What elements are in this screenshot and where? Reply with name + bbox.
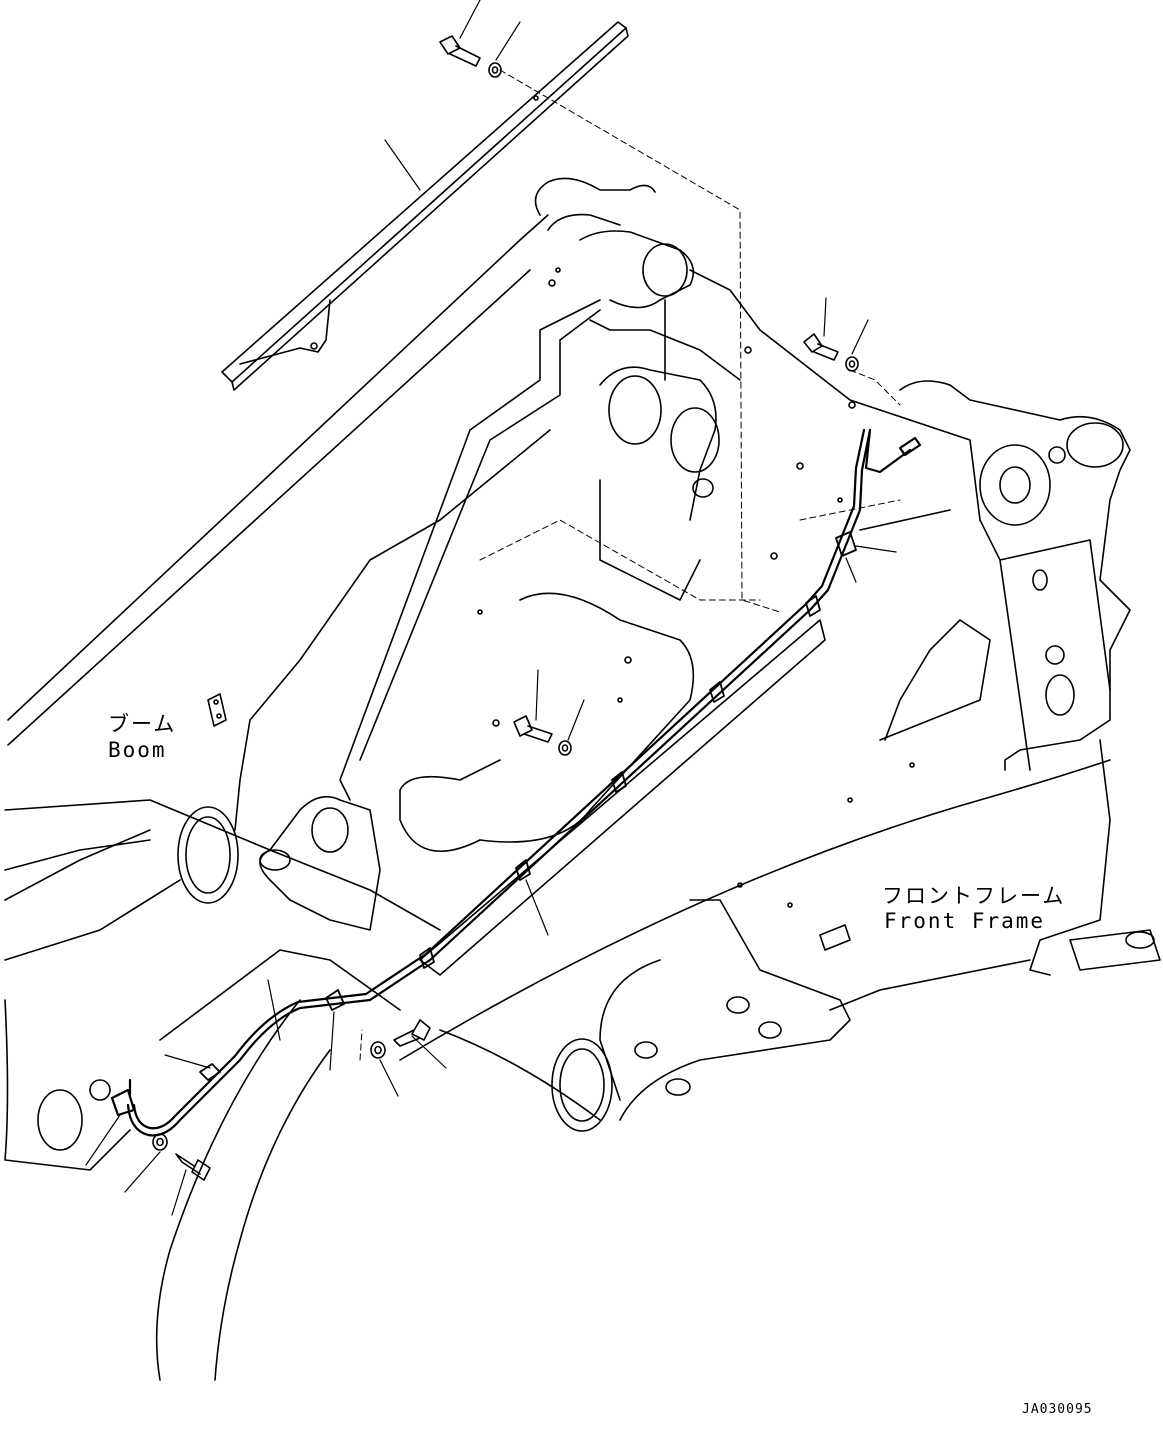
bracket-plate bbox=[207, 693, 227, 727]
hose-cover-plate bbox=[419, 619, 826, 976]
boom-label-en: Boom bbox=[108, 738, 167, 762]
drawing-code: JA030095 bbox=[1022, 1402, 1093, 1417]
phantom-lines bbox=[359, 69, 901, 1061]
boom-label-jp: ブーム bbox=[108, 712, 177, 736]
front-frame-label-en: Front Frame bbox=[884, 909, 1046, 933]
grease-hose bbox=[110, 428, 922, 1137]
bolts bbox=[152, 35, 859, 1181]
front-frame-label-jp: フロントフレーム bbox=[882, 884, 1066, 908]
leader-lines bbox=[85, 0, 897, 1216]
hose-clamps bbox=[199, 531, 857, 1081]
guard-rail bbox=[221, 21, 629, 391]
boom bbox=[4, 177, 1111, 1381]
front-frame bbox=[439, 380, 1161, 1132]
rivet-holes bbox=[477, 267, 915, 908]
